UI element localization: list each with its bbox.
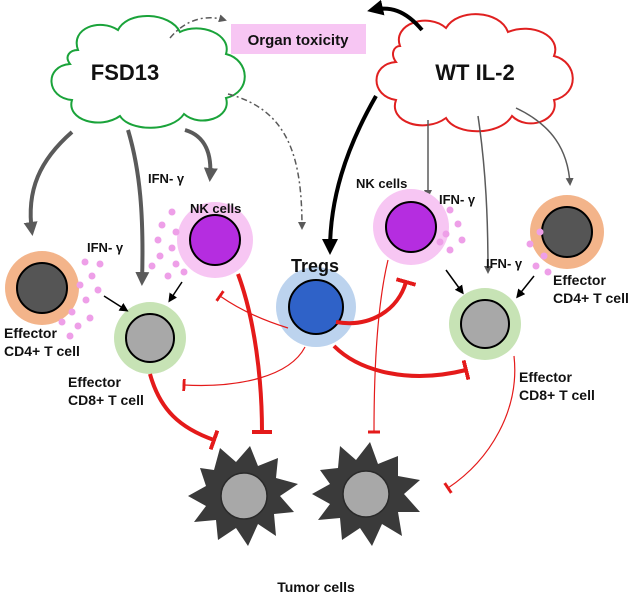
cd8-right-label-2: CD8+ T cell xyxy=(519,387,595,403)
nk-left-inhibit-tumor xyxy=(236,273,273,435)
fsd13-to-cd4-arrow xyxy=(23,130,74,236)
fsd13-to-nk-arrow xyxy=(184,128,218,182)
nk-left-label: NK cells xyxy=(190,201,241,216)
ifn-dots-left-cd4 xyxy=(58,258,104,340)
tumor-label: Tumor cells xyxy=(277,579,355,595)
cd8-left-label-2: CD8+ T cell xyxy=(68,392,144,408)
tregs-inhibit-nk-left xyxy=(215,290,289,329)
organ-toxicity-box: Organ toxicity xyxy=(231,24,366,54)
tumor-cell-right xyxy=(312,442,420,546)
nk-cell-right xyxy=(373,189,449,265)
tregs-inhibit-nk-right xyxy=(335,277,417,326)
fsd13-cloud: FSD13 xyxy=(50,15,246,129)
wt-il2-label: WT IL-2 xyxy=(435,60,514,85)
fsd13-label: FSD13 xyxy=(91,60,159,85)
fsd13-to-tregs-arrow xyxy=(227,93,306,230)
cd4-cell-left xyxy=(5,251,79,325)
wt-to-cd8-arrow xyxy=(477,115,492,274)
cd4-right-label-2: CD4+ T cell xyxy=(553,290,629,306)
ifn-label-left-mid: IFN- γ xyxy=(87,240,124,255)
cd4-right-label-1: Effector xyxy=(553,272,606,288)
cd8-right-inhibit-tumor xyxy=(443,355,516,494)
cd8-cell-left xyxy=(114,302,186,374)
ifn-dots-right-cd4 xyxy=(526,228,552,276)
tregs-inhibit-cd8-left xyxy=(182,346,306,392)
ifn-dots-right-nk xyxy=(436,206,466,254)
cd8-cell-right xyxy=(449,288,521,360)
nk-right-label: NK cells xyxy=(356,176,407,191)
wt-to-organ-arrow xyxy=(367,0,424,32)
cd8-left-label-1: Effector xyxy=(68,374,121,390)
organ-toxicity-label: Organ toxicity xyxy=(248,32,350,49)
fsd13-to-cd8-arrow xyxy=(126,129,150,286)
fsd13-to-organ-arrow xyxy=(169,14,227,39)
tregs-label: Tregs xyxy=(291,256,339,276)
tregs-inhibit-cd8-right xyxy=(332,344,471,381)
ifn-label-right-top: IFN- γ xyxy=(439,192,476,207)
ifn-label-right-mid: IFN- γ xyxy=(486,256,523,271)
tumor-cell-left xyxy=(188,446,298,546)
nk-cell-left xyxy=(177,202,253,278)
cd4-left-label-2: CD4+ T cell xyxy=(4,343,80,359)
nk-to-cd8-left-arrow xyxy=(168,281,183,303)
ifn-dots-left-nk xyxy=(148,208,188,280)
nk-to-cd8-right-arrow xyxy=(445,269,464,295)
tregs-cell xyxy=(276,267,356,347)
wt-to-tregs-arrow xyxy=(322,95,378,255)
wt-to-cd4-arrow xyxy=(515,107,574,186)
cd8-right-label-1: Effector xyxy=(519,369,572,385)
wt-il2-cloud: WT IL-2 xyxy=(375,13,574,133)
cd8-left-inhibit-tumor xyxy=(148,373,220,451)
ifn-to-cd8-left-arrow xyxy=(103,295,129,312)
cd4-left-label-1: Effector xyxy=(4,325,57,341)
nk-right-inhibit-tumor xyxy=(367,259,389,434)
cd4-to-cd8-right-arrow xyxy=(516,275,535,299)
ifn-label-left-top: IFN- γ xyxy=(148,171,185,186)
